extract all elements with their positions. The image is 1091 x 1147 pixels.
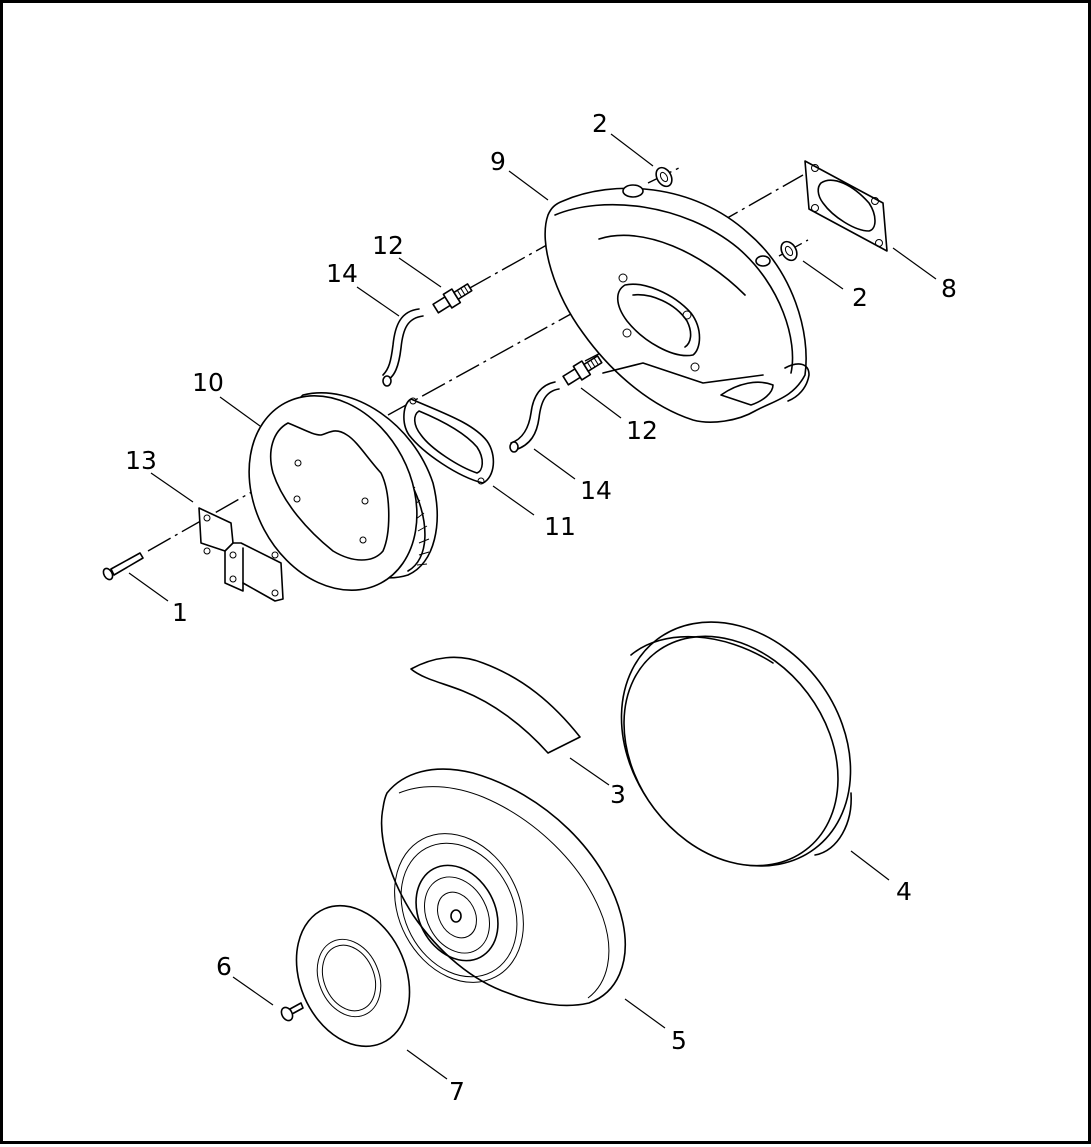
callout-11: 11 (544, 512, 576, 541)
cover-insert (295, 904, 411, 1048)
long-bolt (102, 552, 144, 581)
diagram-canvas: 2 9 8 2 12 14 10 12 14 11 13 1 3 4 5 6 7 (102, 109, 957, 1106)
callout-13: 13 (125, 446, 157, 475)
callout-9: 9 (490, 147, 506, 176)
callout-1: 1 (172, 598, 188, 627)
callout-4: 4 (896, 877, 912, 906)
callout-12-bottom: 12 (626, 416, 658, 445)
callout-2-top: 2 (592, 109, 608, 138)
support-bracket (198, 507, 284, 602)
callout-7: 7 (449, 1077, 465, 1106)
air-filter-element (248, 392, 438, 592)
backplate (544, 184, 810, 423)
callout-14-bottom: 14 (580, 476, 612, 505)
callout-6: 6 (216, 952, 232, 981)
trim-strip (410, 656, 581, 754)
cover-screw (280, 1002, 304, 1022)
callout-12-top: 12 (372, 231, 404, 260)
cover-seal-ring (620, 621, 852, 867)
callout-8: 8 (941, 274, 957, 303)
filter-gasket (403, 397, 495, 485)
callout-14-top: 14 (326, 259, 358, 288)
breather-hose (382, 308, 560, 453)
air-cleaner-cover (380, 768, 627, 1007)
o-ring (655, 166, 798, 262)
leader-lines (128, 133, 937, 1080)
callout-labels: 2 9 8 2 12 14 10 12 14 11 13 1 3 4 5 6 7 (125, 109, 957, 1106)
gasket (804, 160, 888, 252)
breather-bolt (432, 283, 603, 386)
callout-10: 10 (192, 368, 224, 397)
callout-2-right: 2 (852, 283, 868, 312)
callout-5: 5 (671, 1026, 687, 1055)
callout-3: 3 (610, 780, 626, 809)
